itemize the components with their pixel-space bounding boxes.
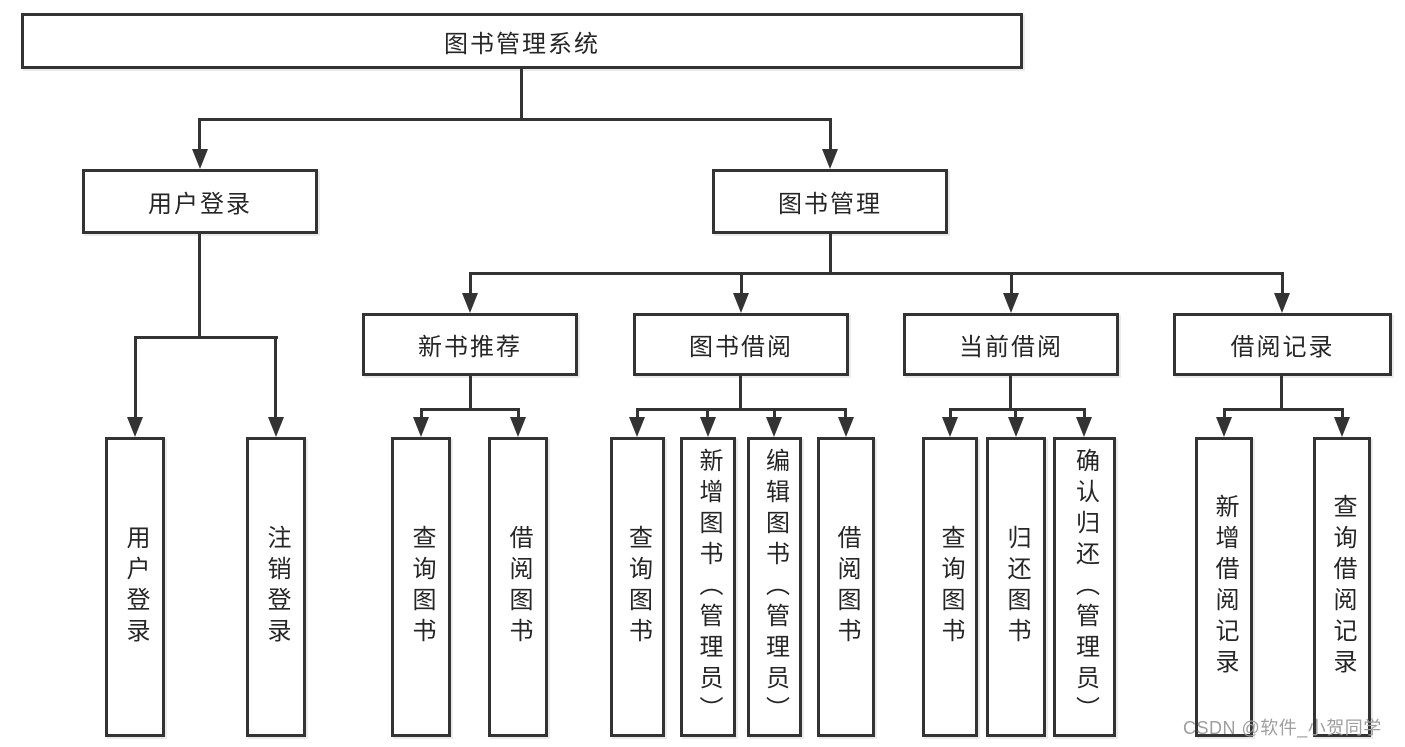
connector-line — [274, 336, 277, 421]
leaf-add-books-admin: 新增图书（管理员） — [680, 437, 736, 737]
node-book-borrowing: 图书借阅 — [633, 313, 849, 376]
leaf-query-books-current: 查询图书 — [922, 437, 978, 737]
connector-line — [1009, 376, 1012, 410]
node-label: 借阅图书 — [505, 525, 532, 649]
arrow-head — [629, 417, 645, 437]
node-label: 图书管理系统 — [444, 30, 600, 58]
connector-line — [1281, 272, 1284, 296]
node-current-borrowing: 当前借阅 — [903, 313, 1119, 376]
arrow-head — [462, 293, 478, 313]
connector-line — [636, 408, 847, 411]
arrow-head — [822, 149, 838, 169]
connector-line — [1341, 408, 1344, 422]
connector-line — [739, 376, 742, 410]
leaf-logout: 注销登录 — [246, 437, 306, 737]
leaf-confirm-return-admin: 确认归还（管理员） — [1053, 437, 1116, 737]
arrow-head — [1003, 293, 1019, 313]
node-label: 当前借阅 — [959, 334, 1063, 361]
node-label: 图书借阅 — [689, 334, 793, 361]
connector-line — [420, 408, 520, 411]
arrow-head — [766, 417, 782, 437]
node-label: 用户登录 — [122, 525, 149, 649]
leaf-borrow-books: 借阅图书 — [817, 437, 875, 737]
connector-line — [1223, 408, 1226, 422]
node-label: 归还图书 — [1003, 525, 1030, 649]
node-label: 确认归还（管理员） — [1071, 447, 1099, 727]
node-root-library-system: 图书管理系统 — [21, 13, 1023, 69]
node-label: 用户登录 — [148, 191, 252, 218]
leaf-user-login: 用户登录 — [105, 437, 165, 737]
leaf-query-books-borrowing: 查询图书 — [610, 437, 665, 737]
arrow-head — [1008, 417, 1024, 437]
node-borrow-records: 借阅记录 — [1173, 313, 1392, 376]
arrow-head — [942, 417, 958, 437]
leaf-return-books: 归还图书 — [986, 437, 1046, 737]
node-user-login: 用户登录 — [82, 169, 318, 234]
connector-line — [1280, 376, 1283, 410]
arrow-head — [1216, 417, 1232, 437]
connector-line — [198, 233, 201, 338]
connector-line — [740, 272, 743, 296]
connector-line — [829, 233, 832, 274]
connector-line — [199, 118, 832, 121]
leaf-borrow-books-recommend: 借阅图书 — [488, 437, 548, 737]
connector-line — [1223, 408, 1344, 411]
arrow-head — [1334, 417, 1350, 437]
connector-line — [1083, 408, 1086, 422]
node-label: 查询借阅记录 — [1329, 494, 1356, 680]
connector-line — [520, 68, 523, 120]
arrow-head — [700, 417, 716, 437]
node-label: 查询图书 — [408, 525, 435, 649]
node-label: 新书推荐 — [418, 334, 522, 361]
connector-line — [134, 336, 137, 421]
connector-line — [420, 408, 423, 422]
connector-line — [773, 408, 776, 422]
connector-line — [1010, 272, 1013, 296]
arrow-head — [1076, 417, 1092, 437]
connector-line — [1014, 408, 1017, 422]
node-label: 新增借阅记录 — [1211, 494, 1238, 680]
connector-line — [198, 118, 201, 152]
leaf-query-books-recommend: 查询图书 — [391, 437, 451, 737]
node-label: 图书管理 — [778, 191, 882, 218]
arrow-head — [1274, 293, 1290, 313]
leaf-query-borrow-record: 查询借阅记录 — [1313, 437, 1371, 737]
node-label: 新增图书（管理员） — [695, 447, 722, 727]
connector-line — [844, 408, 847, 422]
node-new-book-recommend: 新书推荐 — [362, 313, 578, 376]
leaf-add-borrow-record: 新增借阅记录 — [1195, 437, 1253, 737]
connector-line — [949, 408, 952, 422]
node-label: 注销登录 — [263, 525, 290, 649]
node-label: 借阅记录 — [1230, 334, 1335, 361]
arrow-head — [838, 417, 854, 437]
connector-line — [469, 272, 472, 296]
arrow-head — [127, 417, 143, 437]
node-label: 查询图书 — [624, 525, 652, 649]
node-label: 借阅图书 — [833, 525, 860, 649]
node-label: 编辑图书（管理员） — [761, 447, 789, 727]
connector-line — [469, 376, 472, 410]
node-book-management: 图书管理 — [712, 169, 948, 234]
node-label: 查询图书 — [937, 525, 964, 649]
leaf-edit-books-admin: 编辑图书（管理员） — [747, 437, 802, 737]
connector-line — [517, 408, 520, 422]
connector-line — [949, 408, 1086, 411]
connector-line — [134, 336, 278, 339]
arrow-head — [268, 417, 284, 437]
csdn-watermark: CSDN @软件_小贺同学 — [1183, 718, 1382, 738]
arrow-head — [510, 417, 526, 437]
connector-line — [829, 118, 832, 152]
connector-line — [636, 408, 639, 422]
connector-line — [706, 408, 709, 422]
arrow-head — [733, 293, 749, 313]
arrow-head — [413, 417, 429, 437]
arrow-head — [192, 149, 208, 169]
connector-line — [469, 272, 1283, 275]
